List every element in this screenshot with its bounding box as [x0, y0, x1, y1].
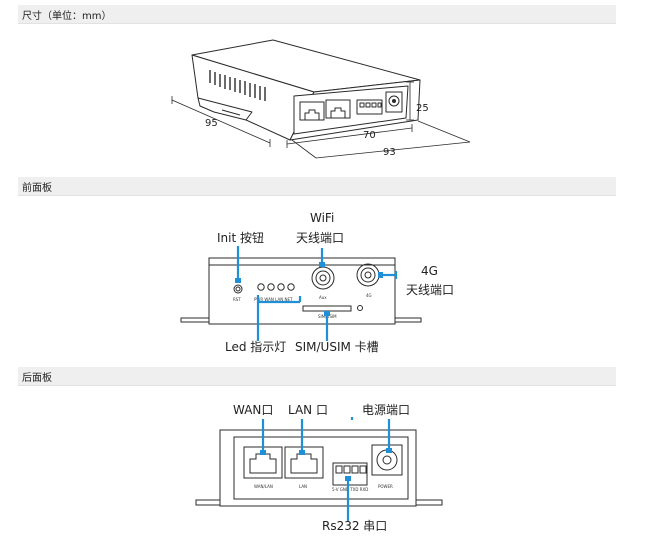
g4-label-line2: 天线端口: [406, 283, 455, 297]
sim-slot-label: SIM/USIM 卡槽: [295, 340, 379, 354]
rear-panel-print: WAN/LAN LAN 5-V GND TXD RXD POWER: [254, 484, 393, 492]
front-panel-drawing: [180, 257, 422, 325]
power-port-label: 电源端口: [362, 403, 411, 417]
outer-width-dimension: 93: [383, 147, 396, 158]
front-callouts: [235, 246, 398, 341]
wifi-label-line2: 天线端口: [296, 231, 345, 245]
g4-print: 4G: [366, 293, 372, 298]
wifi-label-line1: WiFi: [310, 211, 335, 225]
rear-panel-section-bar: 后面板: [18, 367, 616, 386]
g4-label-line1: 4G: [421, 264, 438, 278]
led-print: PWR WAN LAN NET: [254, 297, 293, 302]
rear-panel-drawing: [195, 429, 443, 507]
lan-port-label: LAN 口: [288, 403, 328, 417]
dimensions-section-title: 尺寸（单位：mm）: [22, 11, 112, 22]
dimension-lines: [171, 81, 471, 159]
inner-width-dimension: 70: [363, 130, 376, 141]
wan-port-label: WAN口: [233, 403, 274, 417]
front-panel-section-title: 前面板: [22, 183, 52, 194]
rst-print: RST: [233, 297, 241, 302]
height-dimension: 25: [416, 103, 429, 114]
aux-print: Aux: [319, 295, 327, 300]
pins-print: 5-V GND TXD RXD: [332, 487, 368, 492]
rear-callouts: [260, 417, 392, 521]
power-print: POWER: [378, 484, 393, 489]
wan-lan-print: WAN/LAN: [254, 484, 273, 489]
dimensions-section-bar: 尺寸（单位：mm）: [18, 5, 616, 24]
led-label: Led 指示灯: [225, 340, 287, 354]
rs232-port-label: Rs232 串口: [322, 519, 388, 533]
init-button-label: Init 按钮: [217, 231, 264, 245]
rear-panel-section-title: 后面板: [22, 373, 52, 384]
length-dimension: 95: [205, 118, 218, 129]
front-panel-section-bar: 前面板: [18, 177, 616, 196]
lan-print: LAN: [299, 484, 307, 489]
isometric-device-drawing: [191, 39, 421, 141]
